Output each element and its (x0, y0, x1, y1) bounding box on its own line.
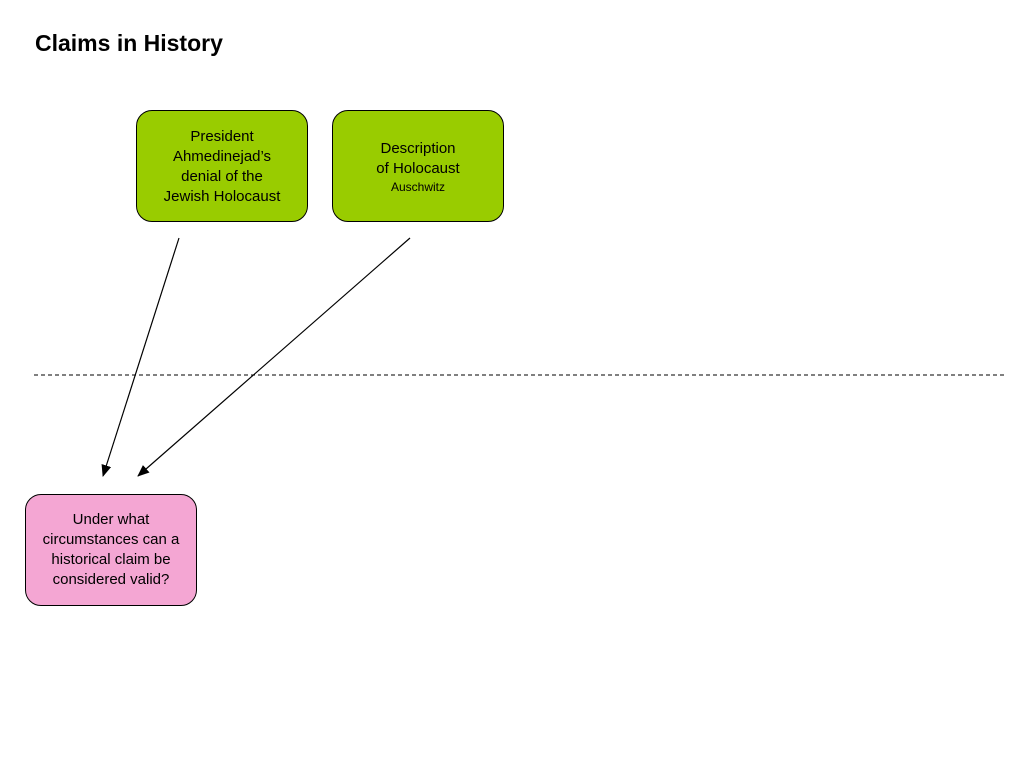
node-text-line: Jewish Holocaust (163, 188, 281, 205)
node-validity-question: Under what circumstances can a historica… (25, 494, 197, 606)
slide-title: Claims in History (35, 30, 223, 56)
node-text-line: President (190, 128, 254, 145)
node-text-line: Under what (72, 511, 150, 528)
node-text-line: historical claim be (51, 551, 171, 568)
node-text-line: Ahmedinejad’s (172, 148, 272, 165)
arrow-claim-to-question (101, 237, 180, 477)
node-subtext: Auschwitz (390, 180, 446, 194)
arrow-description-to-question (137, 237, 411, 477)
node-text-line: Description (380, 140, 456, 157)
node-text-line: considered valid? (52, 571, 170, 588)
node-text-line: circumstances can a (42, 531, 180, 548)
node-holocaust-description: Description of Holocaust Auschwitz (332, 110, 504, 222)
node-text-line: denial of the (181, 168, 263, 185)
node-ahmedinejad-claim: President Ahmedinejad’s denial of the Je… (136, 110, 308, 222)
node-text-line: of Holocaust (376, 160, 460, 177)
